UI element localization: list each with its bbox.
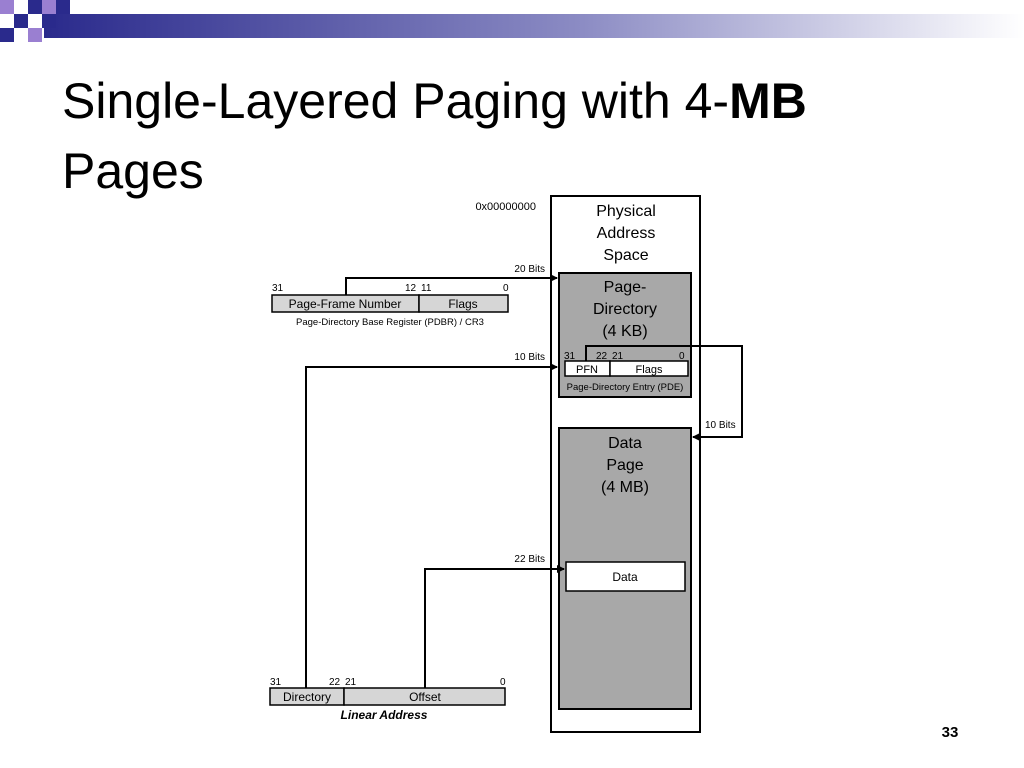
linear-offset-label: Offset — [409, 690, 441, 704]
checker-square — [28, 28, 42, 42]
linear-bit-31: 31 — [270, 677, 282, 688]
slide-number: 33 — [941, 724, 959, 741]
header-gradient-bar — [44, 14, 1024, 38]
pdbr-bit-0: 0 — [503, 283, 509, 294]
arrow-offset-to-data — [424, 565, 565, 688]
linear-bit-21: 21 — [345, 677, 357, 688]
pdbr-caption: Page-Directory Base Register (PDBR) / CR… — [296, 317, 484, 328]
arrow-label-20-bits: 20 Bits — [514, 264, 545, 275]
arrow-label-10-bits-directory: 10 Bits — [514, 352, 545, 363]
arrow-label-22-bits: 22 Bits — [514, 554, 545, 565]
arrow-directory-index — [305, 363, 558, 688]
pde-bit-21: 21 — [612, 351, 624, 362]
checker-square — [56, 0, 70, 14]
page-directory-label: Directory — [593, 301, 657, 318]
pde-bit-31: 31 — [564, 351, 576, 362]
title-bold-unit: MB — [729, 73, 807, 129]
checker-square — [42, 14, 56, 28]
arrow-pdbr-to-directory — [345, 274, 558, 295]
checker-square — [28, 0, 42, 14]
pdbr-flags-label: Flags — [448, 297, 477, 311]
checker-square — [14, 14, 28, 28]
data-page-label: Data — [608, 435, 642, 452]
pde-pfn-label: PFN — [576, 364, 598, 376]
address-zero-label: 0x00000000 — [475, 201, 536, 213]
pde-caption: Page-Directory Entry (PDE) — [567, 382, 684, 393]
header-decoration — [0, 0, 1024, 42]
checker-square — [42, 0, 56, 14]
data-page-label: (4 MB) — [601, 479, 649, 496]
pde-bit-0: 0 — [679, 351, 685, 362]
arrow-pde-to-data-page — [585, 345, 743, 441]
linear-bit-22: 22 — [329, 677, 341, 688]
linear-bit-0: 0 — [500, 677, 506, 688]
checker-square — [14, 0, 28, 14]
pde-flags-label: Flags — [636, 364, 663, 376]
physical-space-label: Physical — [596, 203, 656, 220]
data-entry-label: Data — [612, 570, 638, 584]
linear-directory-label: Directory — [283, 690, 331, 704]
data-entry-box — [565, 561, 686, 592]
page-directory-label: (4 KB) — [602, 323, 647, 340]
pdbr-bit-12: 12 — [405, 283, 417, 294]
pde-bit-22: 22 — [596, 351, 608, 362]
data-page-label: Page — [606, 457, 643, 474]
pdbr-flags-field — [418, 294, 509, 313]
pde-flags-field — [609, 360, 689, 377]
page-directory-label: Page- — [604, 279, 647, 296]
physical-space-label: Address — [597, 225, 656, 242]
checker-square — [0, 28, 14, 42]
checker-square — [14, 28, 28, 42]
arrow-label-10-bits-pde: 10 Bits — [705, 420, 736, 431]
pdbr-bit-31: 31 — [272, 283, 284, 294]
pdbr-pfn-label: Page-Frame Number — [289, 297, 402, 311]
physical-space-label: Space — [603, 247, 648, 264]
pdbr-bit-11: 11 — [421, 283, 432, 294]
linear-caption: Linear Address — [341, 708, 428, 722]
checker-square — [0, 0, 14, 14]
